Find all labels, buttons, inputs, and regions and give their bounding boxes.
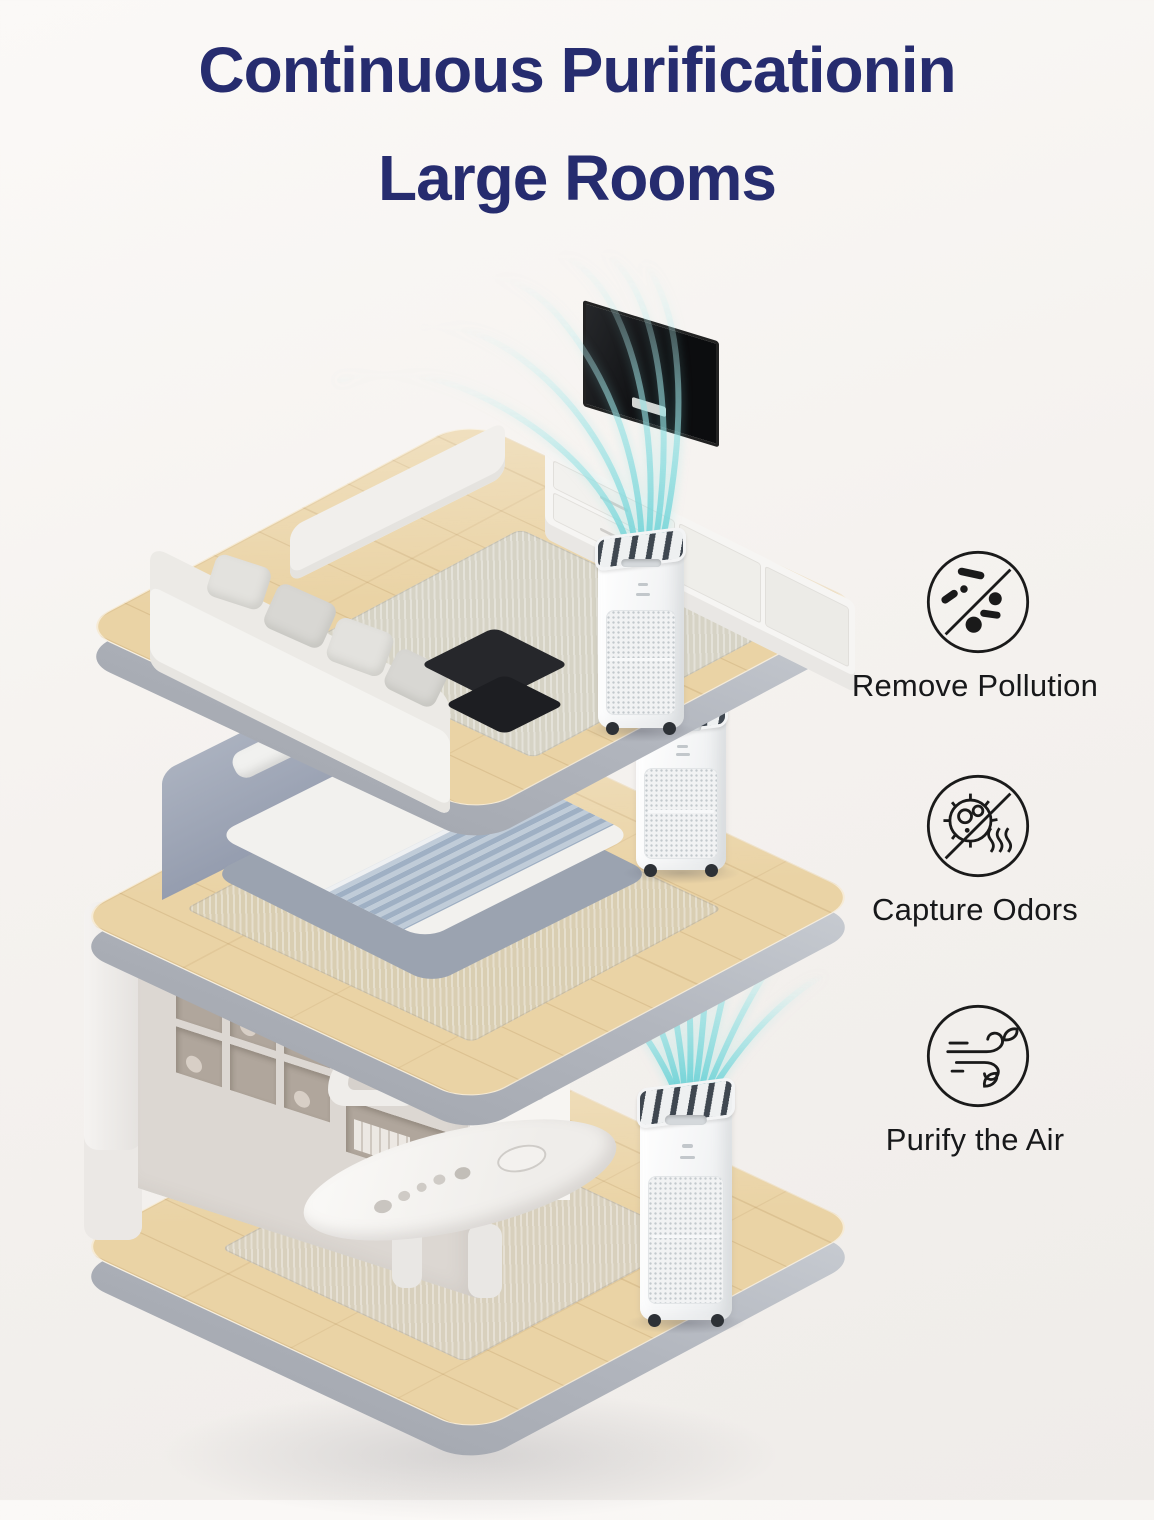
air-purifier xyxy=(585,526,697,742)
feature-label: Purify the Air xyxy=(885,1122,1065,1157)
air-purifier xyxy=(622,695,740,884)
purifier-wheel xyxy=(648,1314,662,1327)
title-line-1: Continuous Purificationin xyxy=(198,34,956,106)
purifier-wheel xyxy=(644,864,658,877)
purify-air-icon xyxy=(926,1004,1030,1108)
purifier-wheel xyxy=(704,864,718,877)
page-title: Continuous Purificationin Large Rooms xyxy=(0,16,1154,232)
purifier-wheel xyxy=(710,1314,724,1327)
purifier-wheel xyxy=(605,722,619,735)
purifier-handle xyxy=(664,1114,708,1126)
capture-odors-icon xyxy=(926,774,1030,878)
table-leg xyxy=(468,1224,502,1298)
purifier-grille xyxy=(644,767,718,859)
purifier-controls xyxy=(677,745,689,748)
purifier-controls xyxy=(675,753,690,756)
purifier-controls xyxy=(635,592,650,596)
purifier-grille xyxy=(648,1176,724,1305)
purifier-grille xyxy=(605,609,677,715)
purifier-controls xyxy=(682,1144,694,1149)
purifier-controls xyxy=(680,1155,696,1160)
purifier-controls xyxy=(637,583,648,587)
purifier-handle xyxy=(621,558,661,568)
purifier-wheel xyxy=(663,722,677,735)
air-purifier xyxy=(626,1076,746,1334)
title-line-2: Large Rooms xyxy=(378,142,777,214)
feature-label: Capture Odors xyxy=(872,892,1078,927)
remove-pollution-icon xyxy=(926,550,1030,654)
feature-label: Remove Pollution xyxy=(851,668,1099,703)
